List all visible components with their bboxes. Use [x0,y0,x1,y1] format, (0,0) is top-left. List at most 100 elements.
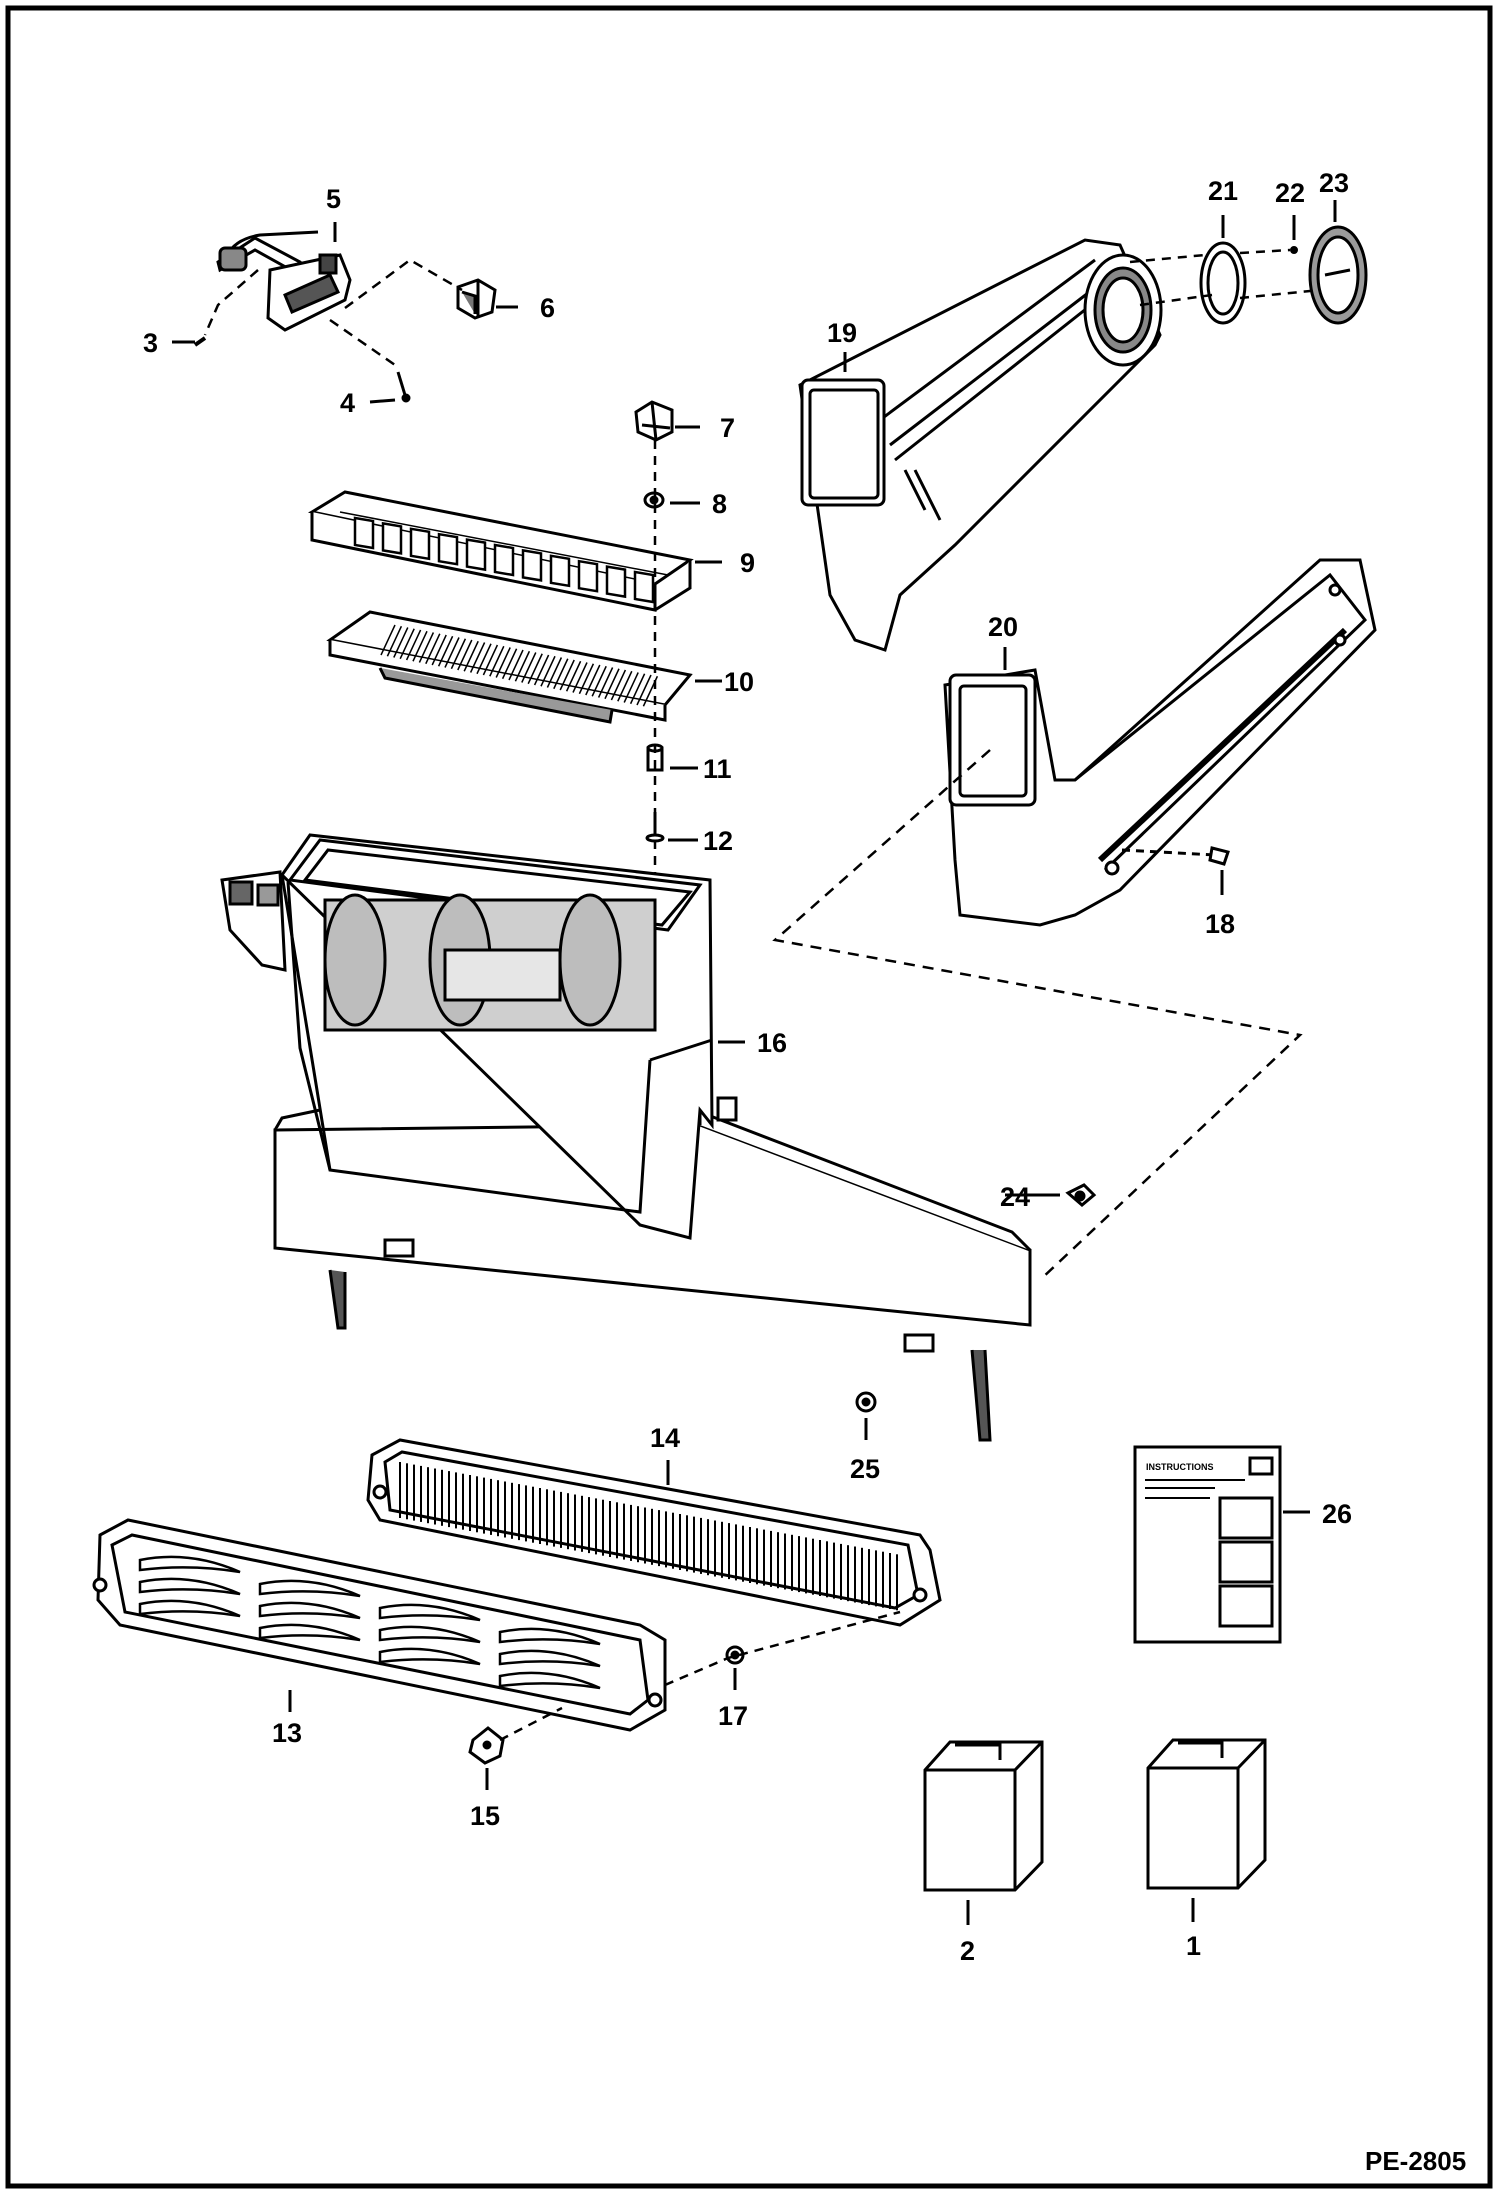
grille-slot [577,559,599,593]
filter-slat [425,633,441,665]
filter-slat [533,654,550,686]
callout-17: 17 [718,1701,748,1731]
instructions-sheet-part-26 [1133,1445,1282,1644]
filter-14-slats [399,1462,898,1611]
dashed-leaders-top-left [203,258,463,367]
grille-slot [521,548,543,582]
callout-22: 22 [1275,178,1305,208]
filter-slat [399,628,415,660]
screw-part-18 [1121,846,1230,866]
filter-slat [591,665,607,697]
callout-5: 5 [326,184,341,214]
drawing-border [5,5,1493,2189]
filter-slat [521,652,537,683]
louver [378,1603,481,1622]
filter-slat [457,639,473,671]
filter-slat [508,649,524,681]
filter-slat [482,644,499,676]
filter-slat [489,645,505,677]
knob-part-7 [634,400,674,442]
callout-26: 26 [1322,1499,1352,1529]
louver [138,1555,241,1574]
louver [498,1649,601,1668]
filter-part-10 [326,610,693,724]
nut-part-25 [855,1391,877,1413]
filter-slat [393,627,409,658]
callout-14: 14 [650,1423,680,1453]
dashed-assembly-outline [772,749,1303,1281]
filter-slat [610,669,627,701]
callout-23: 23 [1319,168,1349,198]
callout-labels: 5 3 4 6 7 8 9 10 11 12 16 24 25 14 13 15… [143,168,1352,1966]
grille-ring-part-23 [1308,225,1368,325]
switch-assembly-part [193,230,352,347]
callout-leaders [172,200,1337,1925]
filter-slat [572,662,588,693]
grille-slot [633,570,655,604]
filter-slat [444,637,460,668]
callout-8: 8 [712,489,727,519]
filter-slat [559,659,575,691]
filter-slat [380,624,396,656]
callout-3: 3 [143,328,158,358]
pin-part-22 [1290,246,1298,254]
filter-slat [604,668,620,700]
filter-slat [514,650,531,682]
louver [258,1579,361,1598]
filter-slat [469,642,486,673]
filter-slat [623,672,639,703]
heater-housing-part-16 [220,833,1032,1442]
knob-part-15 [468,1726,505,1765]
grille-slot [409,527,431,561]
louver [498,1671,601,1690]
screw-part-4 [396,371,411,403]
callout-15: 15 [470,1801,500,1831]
louver [378,1625,481,1644]
filter-slat [495,647,511,678]
louver [138,1599,241,1618]
callout-21: 21 [1208,176,1238,206]
ring-part-21 [1199,241,1247,325]
grille-slot [465,538,487,572]
filter-slat [501,648,518,680]
callout-20: 20 [988,612,1018,642]
duct-part-20 [943,558,1377,927]
filter-slat [463,640,479,672]
callout-18: 18 [1205,909,1235,939]
box-part-1 [1146,1738,1267,1890]
filter-slat [412,630,428,662]
callout-2: 2 [960,1936,975,1966]
filter-slat [437,635,454,667]
grille-13-louvers [138,1555,601,1690]
louver [138,1577,241,1596]
filter-slat [565,660,582,692]
filter-slat [386,625,403,657]
duct-part-19 [798,238,1163,652]
grille-slot [493,543,515,577]
callout-24: 24 [1000,1182,1030,1212]
nut-part-24 [1065,1183,1097,1207]
instructions-heading: INSTRUCTIONS [1146,1462,1214,1472]
grille-slot [381,521,403,555]
filter-slat [431,634,447,666]
grille-slot [605,565,627,599]
filter-slat [476,643,492,675]
grille-slot [549,554,571,588]
filter-slat [540,655,556,687]
callout-25: 25 [850,1454,880,1484]
dashed-leaders-top-right [1129,248,1321,307]
drawing-reference: PE-2805 [1365,2146,1466,2176]
grille-slot [353,516,375,550]
callout-12: 12 [703,826,733,856]
grille-slot [437,532,459,566]
filter-10-slats [380,624,659,707]
callout-19: 19 [827,318,857,348]
dashed-leaders-grilles [499,1610,901,1742]
filter-slat [527,653,543,685]
callout-11: 11 [703,754,732,784]
callout-9: 9 [740,548,755,578]
callout-13: 13 [272,1718,302,1748]
filter-slat [405,629,422,661]
louver [498,1627,601,1646]
